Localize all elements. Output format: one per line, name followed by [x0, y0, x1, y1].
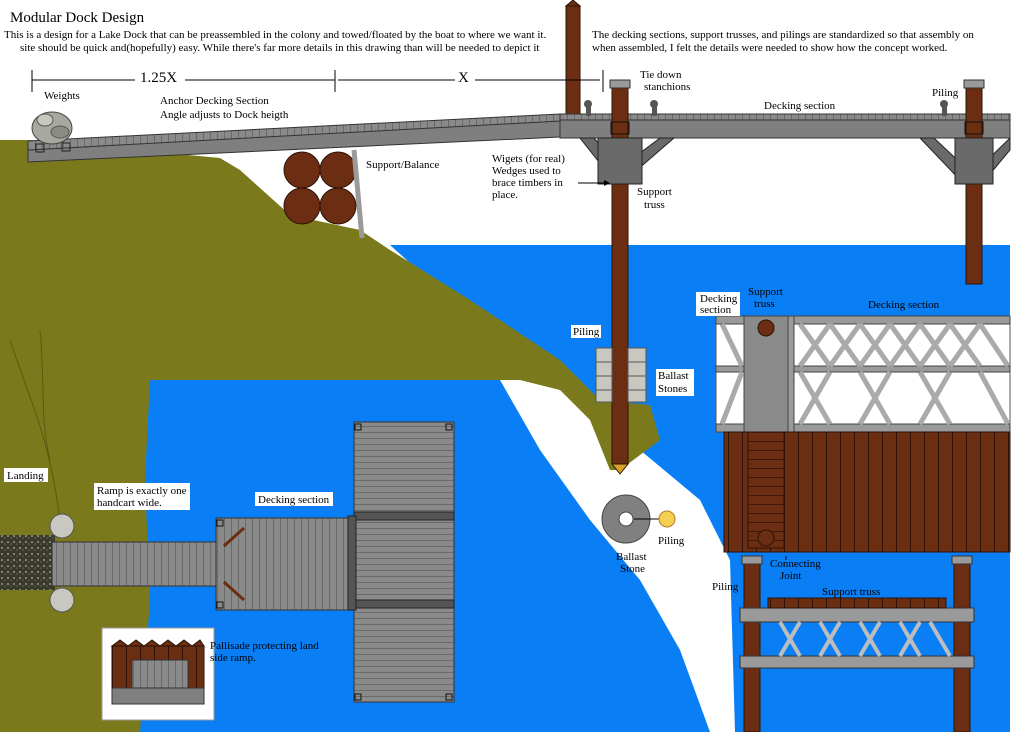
label-bg: [255, 492, 333, 506]
detail-truss-column: [747, 431, 785, 549]
label-tie-down: Tie down: [640, 69, 682, 81]
label-support-balance: Support/Balance: [366, 159, 440, 171]
ground-bank: [0, 140, 660, 470]
label-decking-top: Decking section: [764, 100, 836, 112]
plan-corner-markers: [216, 423, 453, 701]
label-support-truss: truss: [644, 199, 665, 211]
label-stanchions: stanchions: [644, 81, 691, 93]
label-decking-plan: Decking section: [258, 494, 330, 506]
label-anchor-section: Anchor Decking Section: [160, 95, 269, 107]
label-bg: [696, 292, 740, 316]
label-wedges: Wigets (for real): [492, 153, 565, 165]
landing-stone: [49, 587, 75, 613]
label-ramp: handcart wide.: [97, 497, 162, 509]
label-connecting-joint: Connecting: [770, 558, 821, 570]
ramp-gravel: [0, 535, 55, 590]
label-wedges: brace timbers in: [492, 177, 563, 189]
main-deck-top: [559, 113, 1011, 121]
label-connecting-joint: Joint: [780, 570, 802, 582]
page-title: Modular Dock Design: [10, 10, 145, 26]
bolt-mark: [35, 143, 45, 153]
label-piling-top: Piling: [932, 87, 959, 99]
ramp: [51, 541, 219, 587]
ballast-stone-plan: [601, 494, 676, 544]
tie-down-stanchions: [584, 100, 948, 116]
label-ballast-stones: Ballast: [658, 370, 689, 382]
label-pallisade: side ramp.: [210, 652, 256, 664]
plan-deck-main: [353, 421, 455, 703]
label-ballast-stone: Stone: [620, 563, 646, 575]
label-ballast-stone: Ballast: [616, 551, 647, 563]
bolt-mark: [61, 142, 71, 152]
label-bg: [4, 468, 48, 482]
label-anchor-angle: Angle adjusts to Dock heigth: [160, 109, 289, 121]
label-ramp: Ramp is exactly one: [97, 485, 187, 497]
label-ballast-stones: Stones: [658, 383, 688, 395]
bottom-truss: [739, 555, 975, 732]
bottom-truss-bracing: [778, 620, 952, 658]
landing-stone: [49, 513, 75, 539]
label-bg: [571, 325, 601, 338]
label-landing: Landing: [7, 470, 44, 482]
label-bg: [656, 369, 694, 396]
label-detail-truss: Support: [748, 286, 783, 298]
plan-brace-lines: [222, 526, 246, 602]
shore-sand: [500, 380, 735, 732]
label-weights: Weights: [44, 90, 80, 102]
support-balance-post: [351, 149, 365, 239]
barrels: [283, 151, 357, 225]
detail-cross-bracing: [719, 322, 1011, 426]
label-detail-decking-right: Decking section: [868, 299, 940, 311]
plan-deck-section: [215, 517, 357, 611]
notes-text: The decking sections, support trusses, a…: [592, 29, 974, 41]
ground-path: [9, 329, 61, 521]
tall-post: [565, 5, 581, 125]
intro-text: This is a design for a Lake Dock that ca…: [4, 29, 547, 41]
notes-text: when assembled, I felt the details were …: [592, 42, 948, 54]
label-piling-bottom: Piling: [712, 581, 739, 593]
support-truss-top: [578, 136, 1011, 185]
label-detail-truss: truss: [754, 298, 775, 310]
label-piling-plan: Piling: [658, 535, 685, 547]
label-detail-decking: Decking: [700, 293, 738, 305]
label-detail-decking: section: [700, 304, 732, 316]
dimension-deck-label: X: [458, 70, 469, 86]
label-wedges: place.: [492, 189, 518, 201]
weights: [31, 111, 73, 145]
label-pallisade: Pallisade protecting land: [210, 640, 319, 652]
dimension-lines: [31, 70, 604, 92]
dimension-anchor-label: 1.25X: [140, 70, 178, 86]
ballast-stones: [595, 347, 647, 403]
label-bg: [94, 483, 190, 510]
label-wedges: Wedges used to: [492, 165, 561, 177]
label-piling-mid: Piling: [573, 326, 600, 338]
plan-crossbeams: [347, 511, 455, 611]
label-support-truss-bottom: Support truss: [822, 586, 881, 598]
label-support-truss: Support: [637, 186, 672, 198]
pallisade-drawing: [110, 639, 205, 705]
intro-text: site should be quick and(hopefully) easy…: [20, 42, 540, 54]
